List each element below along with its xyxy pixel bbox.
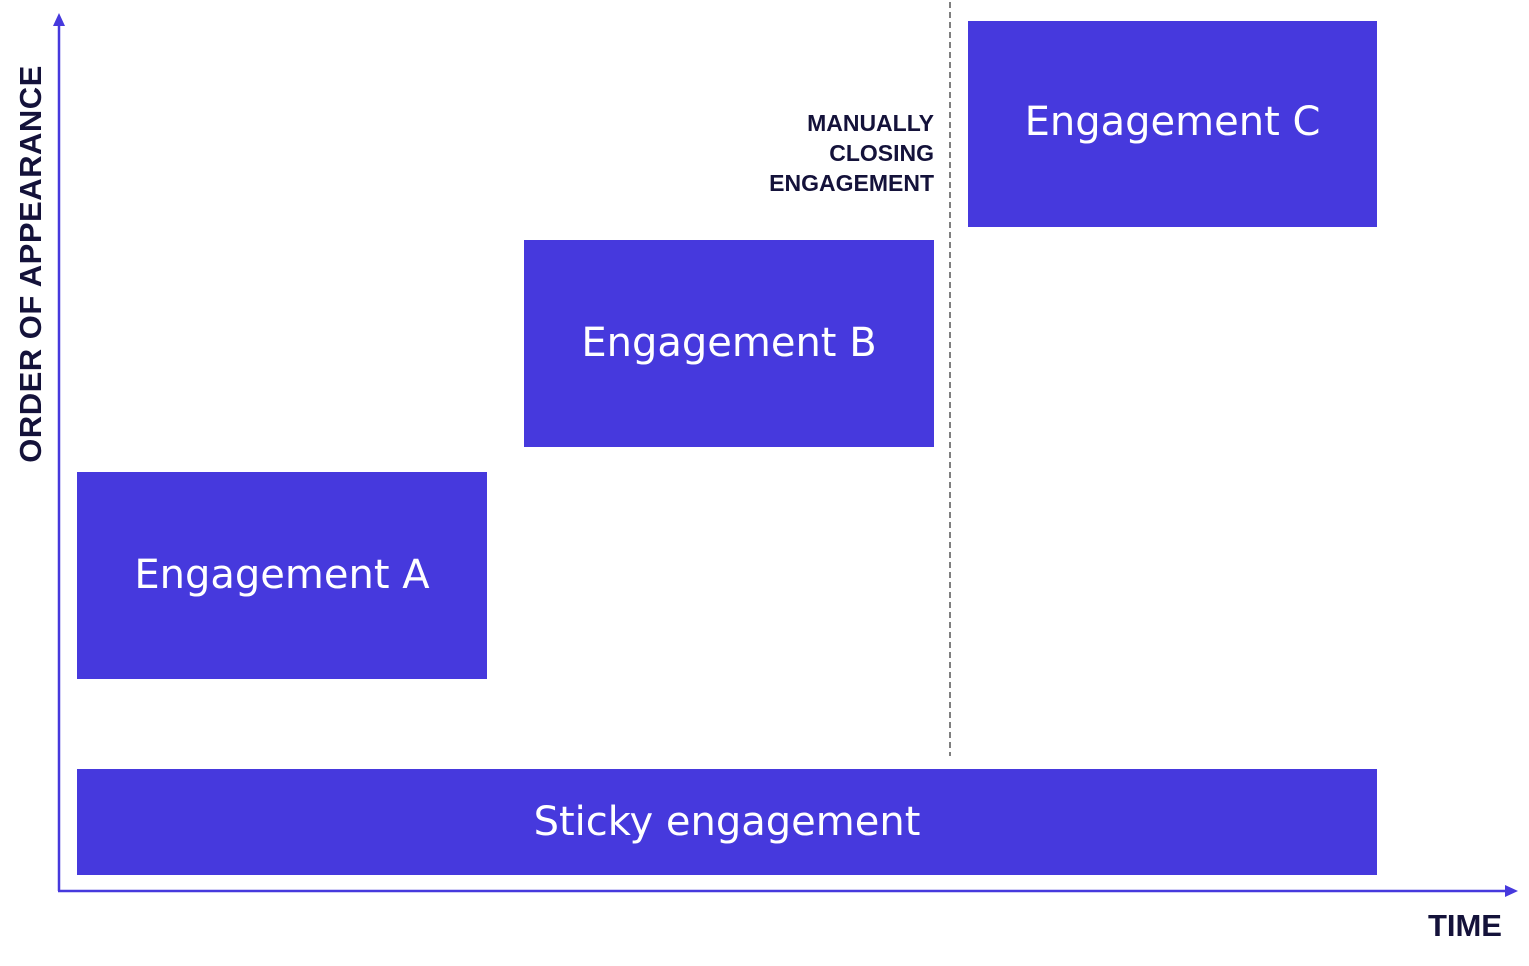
annotation-line-3: ENGAGEMENT [769, 170, 934, 196]
y-axis-label: ORDER OF APPEARANCE [13, 65, 48, 463]
engagement-c-block: Engagement C [968, 21, 1377, 227]
y-axis-arrowhead [53, 13, 65, 26]
engagement-a-block: Engagement A [77, 472, 487, 679]
manual-close-annotation: MANUALLY CLOSING ENGAGEMENT [769, 108, 934, 198]
annotation-line-1: MANUALLY [807, 110, 934, 136]
x-axis-label: TIME [1427, 908, 1502, 943]
engagement-a-label: Engagement A [134, 551, 430, 598]
engagement-c-label: Engagement C [1024, 99, 1321, 145]
x-axis-arrowhead [1505, 885, 1518, 897]
sticky-engagement-label: Sticky engagement [533, 799, 921, 845]
annotation-line-2: CLOSING [829, 140, 934, 166]
sticky-engagement-block: Sticky engagement [77, 769, 1377, 875]
engagement-b-block: Engagement B [524, 240, 934, 447]
engagement-b-label: Engagement B [581, 319, 877, 366]
